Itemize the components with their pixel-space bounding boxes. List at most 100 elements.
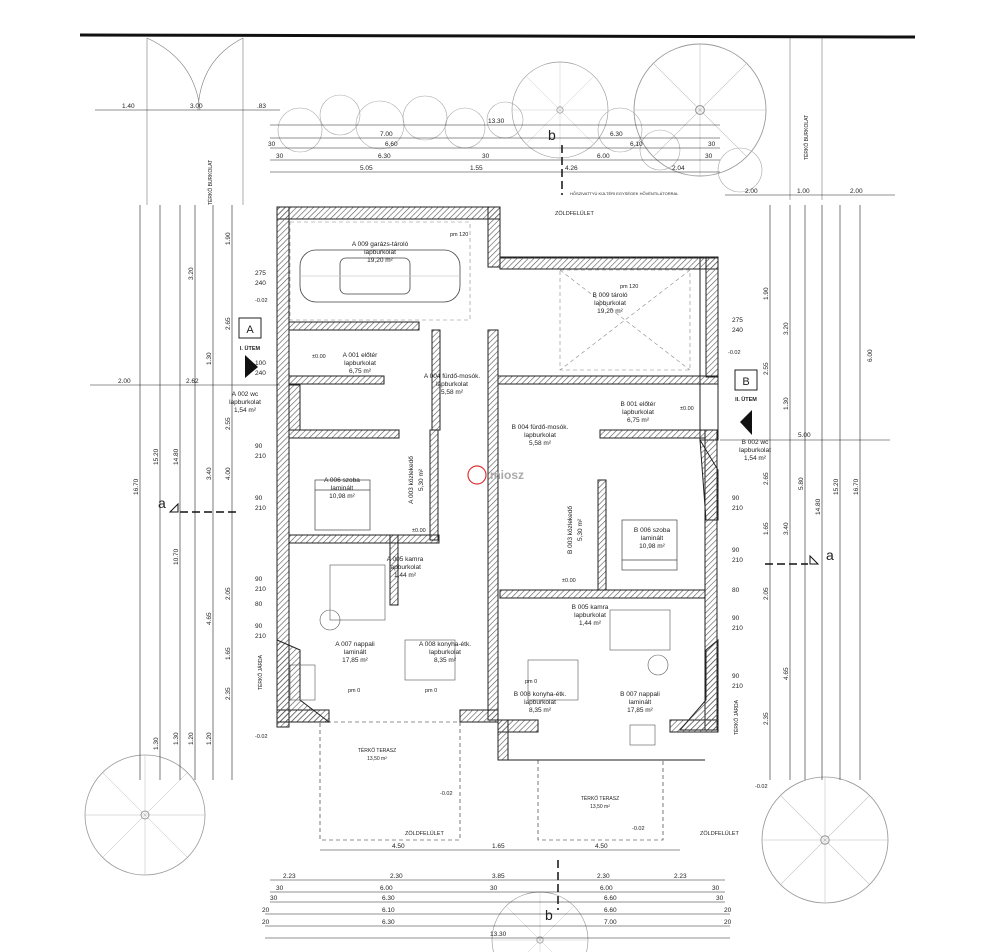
svg-text:b: b [548, 127, 556, 143]
svg-text:1.65: 1.65 [763, 522, 770, 535]
svg-text:30: 30 [712, 885, 720, 892]
svg-text:30: 30 [708, 141, 716, 148]
svg-text:3.20: 3.20 [783, 322, 790, 335]
svg-text:210: 210 [732, 625, 743, 632]
dims-left: 2.00 2.62 16.70 15.20 14.80 10.70 1.90 3… [118, 232, 232, 750]
tree-bottom-right [761, 776, 889, 904]
svg-text:B 007 nappali: B 007 nappali [620, 691, 660, 698]
svg-text:±0.00: ±0.00 [312, 354, 326, 360]
svg-text:6.30: 6.30 [610, 131, 623, 138]
svg-text:210: 210 [255, 633, 266, 640]
svg-text:A 002 wc: A 002 wc [232, 391, 259, 398]
svg-text:6.60: 6.60 [604, 895, 617, 902]
svg-text:lapburkolat: lapburkolat [524, 699, 556, 706]
opening-annotations: 90 210 90 210 90 210 90 210 275 240 100 … [255, 270, 743, 690]
storage-b-outline [289, 221, 691, 371]
svg-text:3.40: 3.40 [206, 467, 213, 480]
bed-icon [314, 479, 678, 571]
svg-text:6.10: 6.10 [630, 141, 643, 148]
svg-text:pm 0: pm 0 [425, 688, 437, 694]
tree-top-right [633, 43, 767, 177]
svg-text:1.90: 1.90 [225, 232, 232, 245]
svg-text:6.00: 6.00 [380, 885, 393, 892]
svg-text:20: 20 [262, 919, 270, 926]
svg-text:2.00: 2.00 [118, 378, 131, 385]
svg-text:1.30: 1.30 [206, 352, 213, 365]
svg-text:2.35: 2.35 [763, 712, 770, 725]
svg-text:6.10: 6.10 [382, 907, 395, 914]
svg-text:240: 240 [255, 370, 266, 377]
svg-text:miosz: miosz [490, 468, 524, 482]
svg-text:.83: .83 [257, 103, 266, 110]
svg-text:3.20: 3.20 [188, 267, 195, 280]
svg-text:210: 210 [255, 586, 266, 593]
svg-text:B 009 tároló: B 009 tároló [592, 292, 627, 299]
section-a-left: a [158, 495, 240, 513]
svg-text:1.20: 1.20 [206, 732, 213, 745]
svg-text:2.00: 2.00 [850, 188, 863, 195]
svg-text:4.50: 4.50 [595, 843, 608, 850]
svg-text:13,50 m²: 13,50 m² [590, 804, 610, 810]
svg-text:2.30: 2.30 [597, 873, 610, 880]
svg-text:2.30: 2.30 [390, 873, 403, 880]
svg-text:5.80: 5.80 [798, 477, 805, 490]
svg-text:-0.02: -0.02 [728, 350, 741, 356]
svg-text:±0.00: ±0.00 [412, 528, 426, 534]
svg-text:2.23: 2.23 [674, 873, 687, 880]
svg-text:13.30: 13.30 [488, 118, 505, 125]
svg-text:2.55: 2.55 [763, 362, 770, 375]
svg-text:4.65: 4.65 [206, 612, 213, 625]
svg-text:B 003 közlekedő: B 003 közlekedő [567, 506, 574, 554]
svg-text:275: 275 [732, 317, 743, 324]
unit-b-marker: B II. ÜTEM [734, 369, 758, 435]
svg-text:7.00: 7.00 [380, 131, 393, 138]
svg-text:17,85 m²: 17,85 m² [342, 657, 368, 664]
svg-text:1.30: 1.30 [173, 732, 180, 745]
svg-text:1.30: 1.30 [783, 397, 790, 410]
svg-text:8,35 m²: 8,35 m² [529, 707, 552, 714]
svg-text:2.05: 2.05 [225, 587, 232, 600]
svg-text:lapburkolat: lapburkolat [739, 447, 771, 454]
svg-text:6.30: 6.30 [378, 153, 391, 160]
svg-text:II. ÜTEM: II. ÜTEM [735, 396, 757, 403]
svg-text:A 003 közlekedő: A 003 közlekedő [408, 456, 415, 504]
svg-text:laminált: laminált [629, 699, 652, 706]
tree-bottom-left [84, 754, 206, 876]
svg-text:5.05: 5.05 [360, 165, 373, 172]
svg-text:2.35: 2.35 [225, 687, 232, 700]
svg-text:80: 80 [732, 587, 740, 594]
svg-text:20: 20 [724, 919, 732, 926]
tree-bottom-mid [491, 891, 589, 952]
svg-text:13,50 m²: 13,50 m² [367, 756, 387, 762]
svg-text:B 005 kamra: B 005 kamra [572, 604, 609, 611]
unit-a-marker: A I. ÜTEM [238, 317, 262, 378]
svg-text:1,44 m²: 1,44 m² [579, 620, 602, 627]
svg-text:B 001 előtér: B 001 előtér [620, 401, 656, 408]
svg-text:lapburkolat: lapburkolat [622, 409, 654, 416]
svg-text:laminált: laminált [641, 535, 664, 542]
svg-text:210: 210 [732, 683, 743, 690]
svg-text:1.30: 1.30 [153, 737, 160, 750]
svg-text:13.30: 13.30 [490, 931, 507, 938]
svg-text:-0.02: -0.02 [440, 791, 453, 797]
svg-text:30: 30 [270, 895, 278, 902]
svg-text:15.20: 15.20 [833, 478, 840, 495]
svg-text:6,75 m²: 6,75 m² [349, 368, 372, 375]
svg-text:-0.02: -0.02 [632, 826, 645, 832]
svg-text:±0.00: ±0.00 [562, 578, 576, 584]
svg-text:275: 275 [255, 270, 266, 277]
svg-text:lapburkolat: lapburkolat [389, 564, 421, 571]
svg-text:30: 30 [705, 153, 713, 160]
svg-text:210: 210 [255, 505, 266, 512]
svg-text:100: 100 [255, 360, 266, 367]
svg-text:7.00: 7.00 [604, 919, 617, 926]
svg-text:1,54 m²: 1,54 m² [744, 455, 767, 462]
svg-text:90: 90 [732, 615, 740, 622]
